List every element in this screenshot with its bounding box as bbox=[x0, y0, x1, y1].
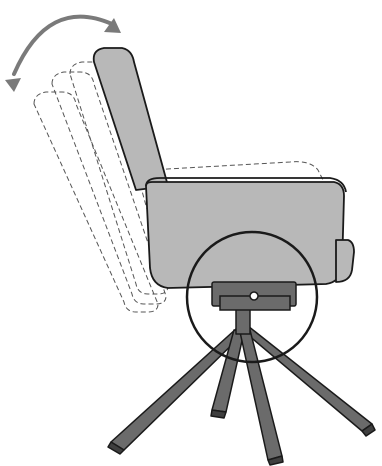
detail-magnifier bbox=[185, 230, 319, 364]
swivel-base bbox=[107, 301, 376, 466]
swivel-mechanism-plate bbox=[211, 281, 297, 311]
recline-arrow-icon bbox=[5, 14, 121, 92]
chair-seat bbox=[145, 177, 355, 289]
chair-backrest bbox=[92, 47, 169, 191]
mechanism-bolt-icon bbox=[249, 291, 259, 301]
